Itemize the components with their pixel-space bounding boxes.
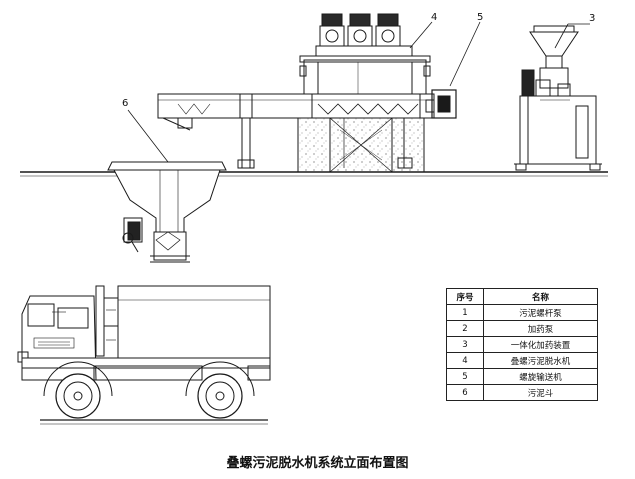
legend-row: 2 加药泵 bbox=[446, 320, 598, 337]
legend-header-row: 序号 名称 bbox=[446, 288, 598, 305]
callout-6: 6 bbox=[122, 98, 129, 109]
legend-row-number: 2 bbox=[446, 320, 484, 337]
legend-row-number: 4 bbox=[446, 352, 484, 369]
sludge-truck bbox=[17, 285, 271, 425]
legend-row-number: 3 bbox=[446, 336, 484, 353]
legend-row: 6 污泥斗 bbox=[446, 384, 598, 401]
callout-3: 3 bbox=[589, 13, 596, 24]
callout-leaders bbox=[127, 21, 590, 163]
motor-1 bbox=[319, 13, 345, 47]
legend-row: 1 污泥螺杆泵 bbox=[446, 304, 598, 321]
legend-header-number: 序号 bbox=[446, 288, 484, 305]
sludge-hopper bbox=[107, 161, 227, 263]
drawing-caption: 叠螺污泥脱水机系统立面布置图 bbox=[226, 456, 409, 471]
legend-row: 3 一体化加药装置 bbox=[446, 336, 598, 353]
conveyor-motor bbox=[425, 89, 457, 119]
motor-2 bbox=[347, 13, 373, 47]
dewatering-machine bbox=[299, 13, 431, 169]
legend-row-name: 叠螺污泥脱水机 bbox=[483, 352, 598, 369]
legend-table: 序号 名称 1 污泥螺杆泵 2 加药泵 3 一体化加药装置 4 叠螺污泥脱水机 … bbox=[446, 288, 598, 401]
legend-row-name: 螺旋输送机 bbox=[483, 368, 598, 385]
legend-row-name: 加药泵 bbox=[483, 320, 598, 337]
legend-row-name: 污泥斗 bbox=[483, 384, 598, 401]
dosing-unit bbox=[514, 25, 602, 171]
motor-3 bbox=[375, 13, 401, 47]
legend-row: 4 叠螺污泥脱水机 bbox=[446, 352, 598, 369]
legend-row-name: 污泥螺杆泵 bbox=[483, 304, 598, 321]
legend-row-number: 5 bbox=[446, 368, 484, 385]
legend-row-number: 6 bbox=[446, 384, 484, 401]
legend-row: 5 螺旋输送机 bbox=[446, 368, 598, 385]
ground-line bbox=[20, 171, 608, 177]
legend-header-name: 名称 bbox=[483, 288, 598, 305]
callout-5: 5 bbox=[477, 12, 484, 23]
rear-wheel bbox=[185, 361, 255, 419]
callout-4: 4 bbox=[431, 12, 438, 23]
front-wheel bbox=[43, 361, 113, 419]
legend-row-number: 1 bbox=[446, 304, 484, 321]
concrete-base bbox=[297, 117, 425, 173]
legend-row-name: 一体化加药装置 bbox=[483, 336, 598, 353]
